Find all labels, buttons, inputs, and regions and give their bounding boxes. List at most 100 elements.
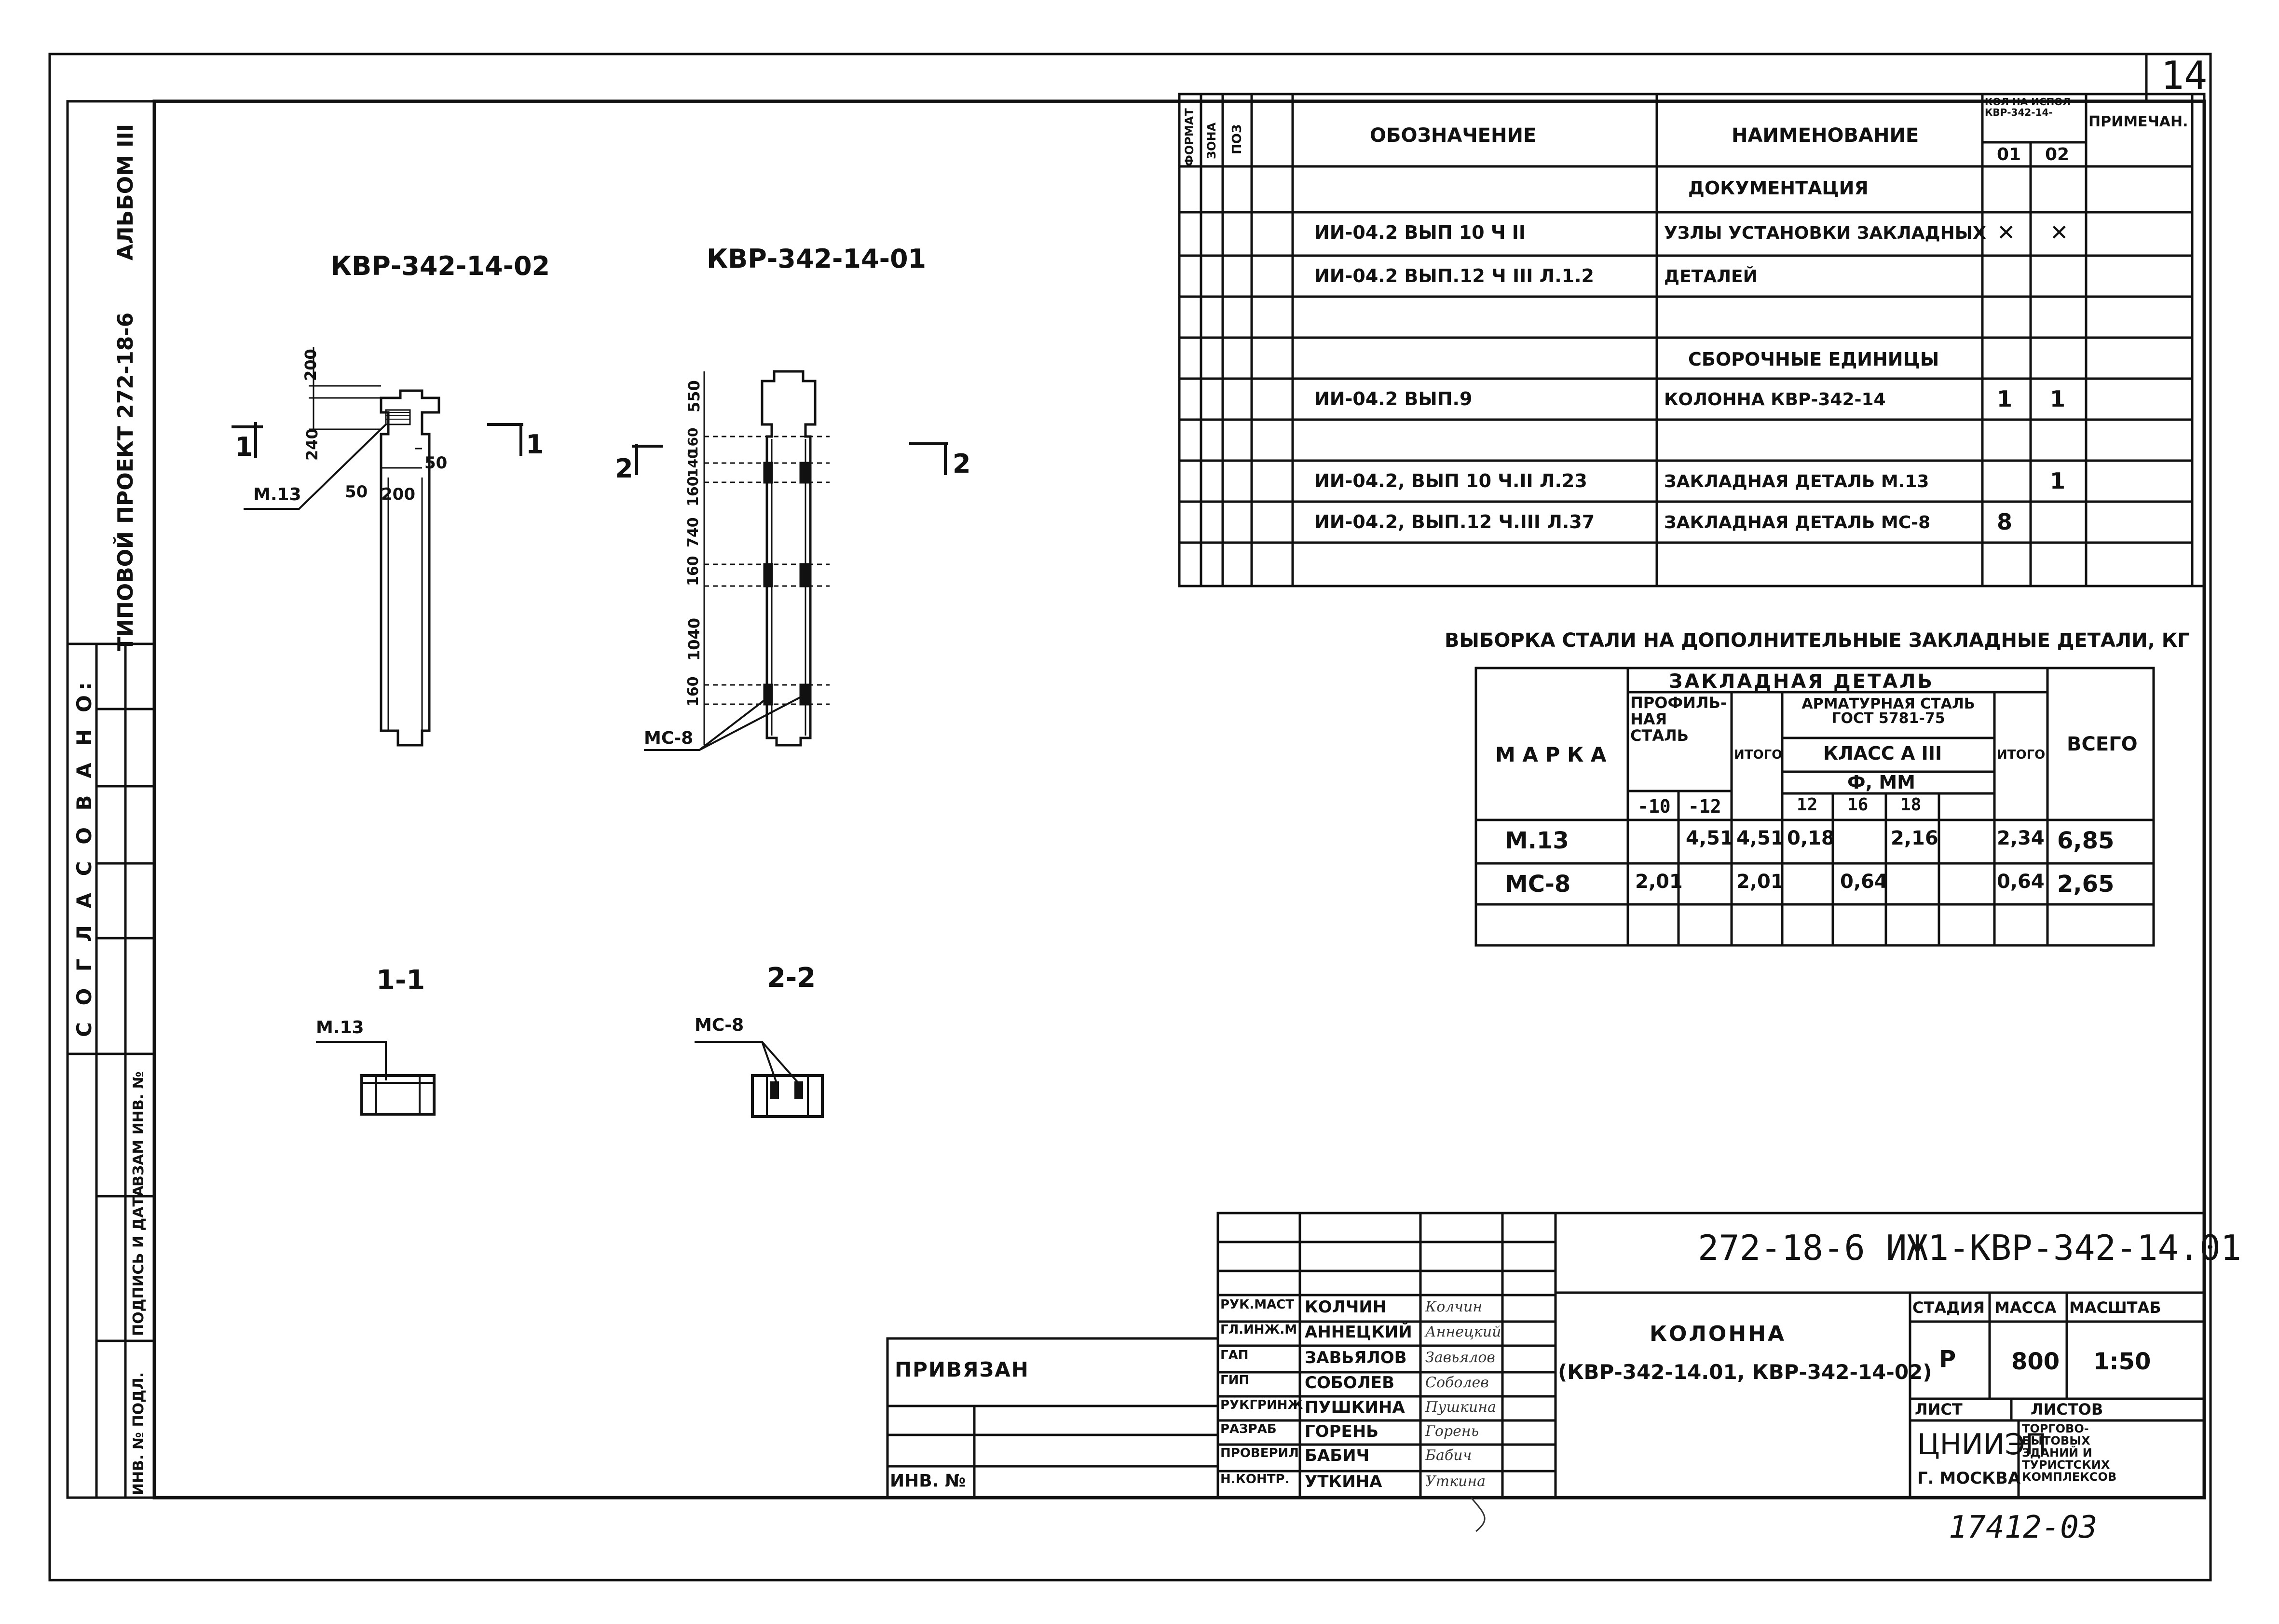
mass-value: 800 bbox=[2011, 1348, 2060, 1375]
album-label: АЛЬБОМ III bbox=[113, 123, 138, 260]
spec-name: ЗАКЛАДНАЯ ДЕТАЛЬ М.13 bbox=[1664, 472, 1929, 491]
title-line2: (КВР-342-14.01, КВР-342-14-02) bbox=[1558, 1360, 1932, 1384]
sheets-header: ЛИСТОВ bbox=[2031, 1400, 2103, 1419]
staff-role: ГЛ.ИНЖ.М bbox=[1220, 1323, 1297, 1337]
spec-qty-02: 1 bbox=[2050, 386, 2066, 412]
inventory-stamp: 17412-03 bbox=[1949, 1510, 2098, 1545]
dim-140: 140 bbox=[685, 449, 701, 478]
staff-signature: Уткина bbox=[1425, 1473, 1486, 1490]
view2-title: КВР-342-14-01 bbox=[707, 244, 927, 274]
bound-label: ПРИВЯЗАН bbox=[895, 1358, 1029, 1381]
stage-value: Р bbox=[1939, 1346, 1956, 1373]
steel-cell-d18: 2,16 bbox=[1891, 827, 1938, 849]
steel-cell-t1: 2,01 bbox=[1736, 871, 1784, 893]
staff-signature: Горень bbox=[1425, 1423, 1479, 1440]
steel-h-profile: ПРОФИЛЬ-НАЯ СТАЛЬ bbox=[1630, 694, 1727, 745]
steel-cell-p12: 4,51 bbox=[1686, 827, 1733, 849]
steel-h-rebar: АРМАТУРНАЯ СТАЛЬ ГОСТ 5781-75 bbox=[1801, 696, 1975, 727]
steel-sub-d12: 12 bbox=[1797, 795, 1818, 815]
dim-740: 740 bbox=[685, 517, 702, 547]
spec-designation: ИИ-04.2, ВЫП.12 Ч.III Л.37 bbox=[1314, 511, 1595, 532]
stage-header: СТАДИЯ bbox=[1912, 1298, 1985, 1317]
cut2-left-label: 2 bbox=[615, 453, 633, 484]
column-view-2 bbox=[632, 370, 948, 751]
dim-50-right: 50 bbox=[424, 453, 448, 473]
spec-header-qty: КОЛ НА ИСПОЛ КВР-342-14- bbox=[1985, 96, 2071, 118]
spec-header-designation: ОБОЗНАЧЕНИЕ bbox=[1370, 124, 1537, 147]
spec-designation: ИИ-04.2 ВЫП.9 bbox=[1314, 388, 1473, 409]
steel-cell-d16: 0,64 bbox=[1840, 871, 1888, 893]
steel-h-class: КЛАСС А III bbox=[1823, 743, 1942, 764]
project-label: ТИПОВОЙ ПРОЕКТ 272-18-6 bbox=[113, 312, 138, 651]
staff-role: ГАП bbox=[1220, 1348, 1249, 1363]
staff-name: ПУШКИНА bbox=[1305, 1398, 1405, 1417]
staff-name: ЗАВЬЯЛОВ bbox=[1305, 1348, 1407, 1367]
spec-designation: ИИ-04.2 ВЫП.12 Ч III Л.1.2 bbox=[1314, 265, 1594, 287]
dim-200-top: 200 bbox=[301, 349, 320, 381]
staff-name: АННЕЦКИЙ bbox=[1305, 1323, 1412, 1342]
spec-header-zone: ЗОНА bbox=[1205, 122, 1218, 159]
steel-cell-all: 2,65 bbox=[2057, 871, 2115, 898]
spec-designation: ИИ-04.2, ВЫП 10 Ч.II Л.23 bbox=[1314, 470, 1587, 491]
spec-qty-02: 1 bbox=[2050, 468, 2066, 494]
spec-header-format: ФОРМАТ bbox=[1183, 108, 1196, 166]
staff-name: БАБИЧ bbox=[1305, 1446, 1370, 1465]
staff-name: КОЛЧИН bbox=[1305, 1297, 1387, 1317]
spec-name: СБОРОЧНЫЕ ЕДИНИЦЫ bbox=[1688, 349, 1939, 370]
staff-role: Н.КОНТР. bbox=[1220, 1472, 1290, 1487]
staff-role: ГИП bbox=[1220, 1373, 1250, 1388]
staff-name: СОБОЛЕВ bbox=[1305, 1373, 1395, 1392]
steel-h-all: ВСЕГО bbox=[2067, 733, 2138, 755]
m13-section-label: М.13 bbox=[316, 1018, 364, 1037]
dim-550: 550 bbox=[685, 380, 703, 412]
dim-160-b: 160 bbox=[685, 476, 702, 506]
org-city: Г. МОСКВА bbox=[1917, 1469, 2021, 1488]
staff-signature: Завьялов bbox=[1425, 1349, 1495, 1366]
dim-50-left: 50 bbox=[345, 482, 368, 502]
spec-name: УЗЛЫ УСТАНОВКИ ЗАКЛАДНЫХ bbox=[1664, 223, 1986, 243]
m13-label: М.13 bbox=[253, 485, 301, 505]
signature-date-label: ПОДПИСЬ И ДАТА bbox=[130, 1185, 147, 1336]
scale-header: МАСШТАБ bbox=[2069, 1298, 2161, 1317]
spec-qty-02: ✕ bbox=[2050, 219, 2069, 246]
scale-value: 1:50 bbox=[2093, 1348, 2151, 1375]
spec-name: КОЛОННА КВР-342-14 bbox=[1664, 390, 1886, 409]
org-description: ТОРГОВО-БЫТОВЫХ ЗДАНИЙ И ТУРИСТСКИХ КОМП… bbox=[2022, 1422, 2117, 1484]
substitute-inv-label: ВЗАМ ИНВ. № bbox=[130, 1071, 147, 1187]
steel-cell-t1: 4,51 bbox=[1736, 827, 1784, 849]
spec-qty-01: 8 bbox=[1997, 509, 2013, 535]
dim-240: 240 bbox=[303, 428, 321, 461]
steel-table-title: ВЫБОРКА СТАЛИ НА ДОПОЛНИТЕЛЬНЫЕ ЗАКЛАДНЫ… bbox=[1445, 629, 2190, 652]
staff-role: РУКГРИНЖ bbox=[1220, 1398, 1303, 1412]
sheet-number: 14 bbox=[2161, 53, 2208, 98]
steel-cell-d12: 0,18 bbox=[1787, 827, 1835, 849]
mass-header: МАССА bbox=[1994, 1298, 2057, 1317]
doc-code: 272-18-6 ИЖ1-КВР-342-14.01 bbox=[1698, 1228, 2242, 1268]
staff-name: УТКИНА bbox=[1305, 1472, 1382, 1491]
steel-cell-p10: 2,01 bbox=[1635, 871, 1683, 893]
staff-role: РАЗРАБ bbox=[1220, 1422, 1277, 1436]
steel-sub-p12: -12 bbox=[1688, 796, 1721, 817]
dim-1040: 1040 bbox=[685, 617, 703, 661]
org-name: ЦНИИЭП bbox=[1917, 1428, 2047, 1461]
staff-signature: Пушкина bbox=[1425, 1399, 1496, 1416]
staff-role: РУК.МАСТ bbox=[1220, 1297, 1295, 1312]
agreed-label: С О Г Л А С О В А Н О: bbox=[72, 677, 96, 1037]
inv-original-label: ИНВ. № ПОДЛ. bbox=[130, 1372, 147, 1495]
dim-160-c: 160 bbox=[685, 556, 702, 586]
staff-name: ГОРЕНЬ bbox=[1305, 1422, 1379, 1441]
spec-name: ДЕТАЛЕЙ bbox=[1664, 267, 1758, 287]
steel-cell-mark: МС-8 bbox=[1505, 871, 1571, 898]
staff-role: ПРОВЕРИЛ bbox=[1220, 1446, 1299, 1460]
steel-h-detail: ЗАКЛАДНАЯ ДЕТАЛЬ bbox=[1669, 670, 1934, 693]
section2-title: 2-2 bbox=[767, 962, 816, 994]
spec-header-qty-02: 02 bbox=[2045, 145, 2070, 164]
spec-name: ЗАКЛАДНАЯ ДЕТАЛЬ МС-8 bbox=[1664, 513, 1931, 532]
steel-h-total2: ИТОГО bbox=[1997, 748, 2046, 762]
dim-200-bottom: 200 bbox=[381, 485, 415, 504]
ms8-label: МС-8 bbox=[644, 728, 694, 748]
inv-no-label: ИНВ. № bbox=[890, 1471, 966, 1491]
spec-header-name: НАИМЕНОВАНИЕ bbox=[1732, 124, 1919, 147]
spec-qty-01: ✕ bbox=[1997, 219, 2016, 246]
